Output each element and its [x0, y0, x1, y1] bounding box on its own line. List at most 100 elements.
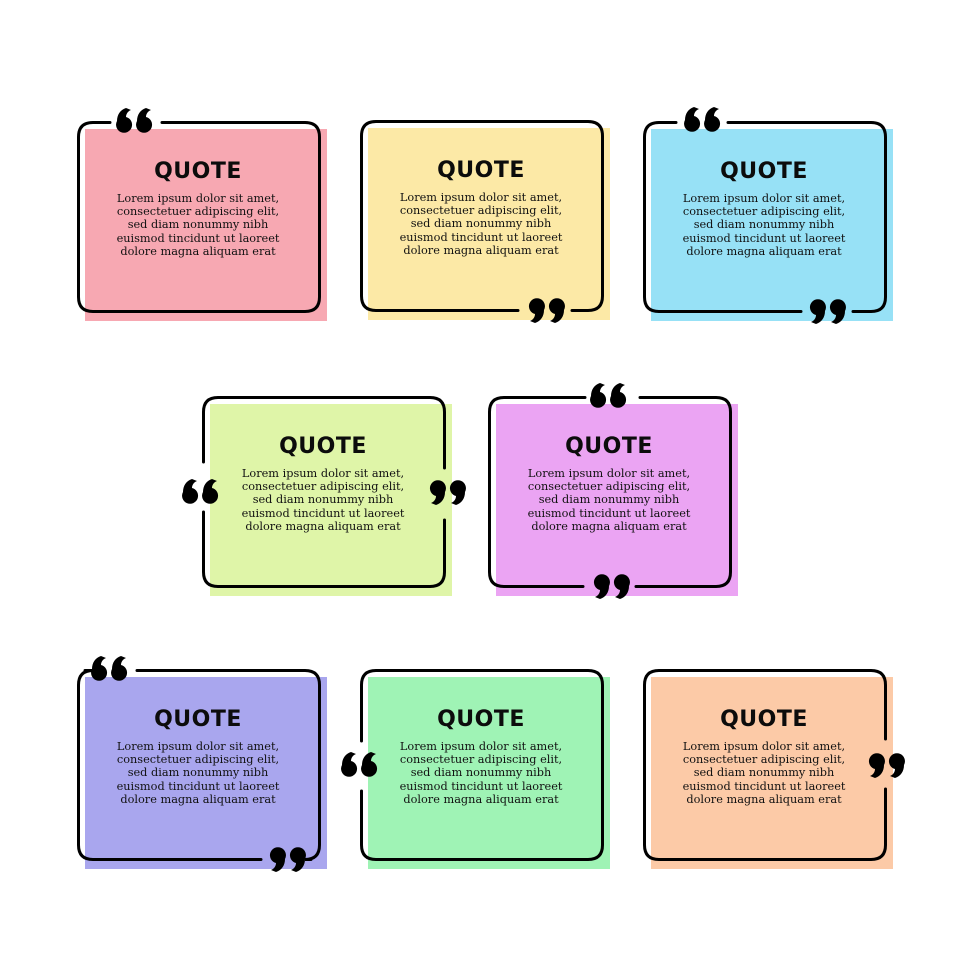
quote-title: QUOTE	[154, 707, 242, 732]
quote-line: sed diam nonummy nibh	[538, 493, 680, 507]
quote-line: dolore magna aliquam erat	[403, 792, 559, 806]
card-content: QUOTE Lorem ipsum dolor sit amet, consec…	[368, 158, 594, 257]
quote-line: consectetuer adipiscing elit,	[116, 753, 280, 767]
card-content: QUOTE Lorem ipsum dolor sit amet, consec…	[368, 707, 594, 806]
close-quote-icon	[868, 753, 905, 778]
quote-line: euismod tincidunt ut laoreet	[241, 506, 405, 520]
quote-line: Lorem ipsum dolor sit amet,	[116, 740, 280, 753]
open-quote-icon	[341, 752, 378, 777]
open-quote-icon	[590, 383, 627, 408]
close-quote-icon	[528, 298, 565, 323]
quote-line: consectetuer adipiscing elit,	[527, 480, 691, 494]
card-fill	[85, 677, 327, 869]
close-quote-icon	[269, 847, 306, 872]
card-frame	[643, 669, 887, 861]
quote-card-3: QUOTE Lorem ipsum dolor sit amet, consec…	[643, 107, 893, 324]
quote-card-4: QUOTE Lorem ipsum dolor sit amet, consec…	[182, 396, 466, 596]
quote-title: QUOTE	[154, 159, 242, 184]
quote-line: sed diam nonummy nibh	[410, 766, 552, 780]
card-content: QUOTE Lorem ipsum dolor sit amet, consec…	[210, 434, 436, 533]
quote-line: consectetuer adipiscing elit,	[116, 205, 280, 219]
quote-line: dolore magna aliquam erat	[120, 792, 276, 806]
card-fill	[85, 129, 327, 321]
quote-body: Lorem ipsum dolor sit amet, consectetuer…	[85, 740, 311, 806]
quote-line: dolore magna aliquam erat	[531, 519, 687, 533]
quote-line: euismod tincidunt ut laoreet	[116, 231, 280, 245]
quote-line: euismod tincidunt ut laoreet	[116, 779, 280, 793]
quote-line: Lorem ipsum dolor sit amet,	[682, 740, 846, 753]
quote-card-8: QUOTE Lorem ipsum dolor sit amet, consec…	[643, 669, 905, 869]
card-content: QUOTE Lorem ipsum dolor sit amet, consec…	[85, 159, 311, 258]
quote-title: QUOTE	[720, 707, 808, 732]
quote-body: Lorem ipsum dolor sit amet, consectetuer…	[651, 192, 877, 258]
quote-line: Lorem ipsum dolor sit amet,	[399, 740, 563, 753]
quote-line: Lorem ipsum dolor sit amet,	[241, 467, 405, 480]
quote-line: dolore magna aliquam erat	[403, 243, 559, 257]
card-frame	[488, 396, 732, 588]
quote-body: Lorem ipsum dolor sit amet, consectetuer…	[210, 467, 436, 533]
card-frame	[360, 669, 604, 861]
card-fill	[368, 128, 610, 320]
quote-line: sed diam nonummy nibh	[127, 218, 269, 232]
quote-line: consectetuer adipiscing elit,	[241, 480, 405, 494]
quote-line: sed diam nonummy nibh	[693, 218, 835, 232]
quote-card-2: QUOTE Lorem ipsum dolor sit amet, consec…	[360, 120, 610, 323]
quote-line: consectetuer adipiscing elit,	[399, 204, 563, 218]
quote-line: euismod tincidunt ut laoreet	[399, 779, 563, 793]
card-frame	[77, 121, 321, 313]
quote-line: euismod tincidunt ut laoreet	[399, 230, 563, 244]
card-content: QUOTE Lorem ipsum dolor sit amet, consec…	[651, 707, 877, 806]
quote-line: sed diam nonummy nibh	[252, 493, 394, 507]
open-quote-icon	[91, 656, 128, 681]
quote-card-7: QUOTE Lorem ipsum dolor sit amet, consec…	[341, 669, 610, 869]
quote-line: dolore magna aliquam erat	[245, 519, 401, 533]
card-frame	[360, 120, 604, 312]
card-content: QUOTE Lorem ipsum dolor sit amet, consec…	[85, 707, 311, 806]
quote-card-6: QUOTE Lorem ipsum dolor sit amet, consec…	[77, 656, 327, 872]
quote-line: Lorem ipsum dolor sit amet,	[116, 192, 280, 205]
close-quote-icon	[593, 574, 630, 599]
quote-title: QUOTE	[437, 707, 525, 732]
quote-title: QUOTE	[279, 434, 367, 459]
quote-title: QUOTE	[565, 434, 653, 459]
quote-line: Lorem ipsum dolor sit amet,	[682, 192, 846, 205]
card-fill	[651, 129, 893, 321]
quote-line: dolore magna aliquam erat	[686, 792, 842, 806]
quote-line: sed diam nonummy nibh	[127, 766, 269, 780]
card-fill	[210, 404, 452, 596]
quote-line: consectetuer adipiscing elit,	[682, 205, 846, 219]
quote-body: Lorem ipsum dolor sit amet, consectetuer…	[368, 191, 594, 257]
quote-card-5: QUOTE Lorem ipsum dolor sit amet, consec…	[488, 383, 738, 599]
quote-body: Lorem ipsum dolor sit amet, consectetuer…	[85, 192, 311, 258]
quote-line: consectetuer adipiscing elit,	[399, 753, 563, 767]
quote-line: consectetuer adipiscing elit,	[682, 753, 846, 767]
quote-line: Lorem ipsum dolor sit amet,	[399, 191, 563, 204]
close-quote-icon	[809, 299, 846, 324]
quote-line: sed diam nonummy nibh	[693, 766, 835, 780]
quote-line: Lorem ipsum dolor sit amet,	[527, 467, 691, 480]
quote-line: euismod tincidunt ut laoreet	[682, 779, 846, 793]
card-frame	[77, 669, 321, 861]
open-quote-icon	[182, 479, 219, 504]
open-quote-icon	[116, 108, 153, 133]
card-frame	[643, 121, 887, 313]
quote-title: QUOTE	[437, 158, 525, 183]
quote-line: dolore magna aliquam erat	[686, 244, 842, 258]
quote-line: euismod tincidunt ut laoreet	[527, 506, 691, 520]
card-content: QUOTE Lorem ipsum dolor sit amet, consec…	[496, 434, 722, 533]
card-fill	[651, 677, 893, 869]
quote-line: euismod tincidunt ut laoreet	[682, 231, 846, 245]
card-fill	[368, 677, 610, 869]
quote-line: dolore magna aliquam erat	[120, 244, 276, 258]
quote-body: Lorem ipsum dolor sit amet, consectetuer…	[368, 740, 594, 806]
card-frame	[202, 396, 446, 588]
quote-title: QUOTE	[720, 159, 808, 184]
card-fill	[496, 404, 738, 596]
card-content: QUOTE Lorem ipsum dolor sit amet, consec…	[651, 159, 877, 258]
quote-body: Lorem ipsum dolor sit amet, consectetuer…	[651, 740, 877, 806]
open-quote-icon	[684, 107, 721, 132]
close-quote-icon	[429, 480, 466, 505]
quote-body: Lorem ipsum dolor sit amet, consectetuer…	[496, 467, 722, 533]
quote-card-1: QUOTE Lorem ipsum dolor sit amet, consec…	[77, 108, 327, 321]
quote-line: sed diam nonummy nibh	[410, 217, 552, 231]
